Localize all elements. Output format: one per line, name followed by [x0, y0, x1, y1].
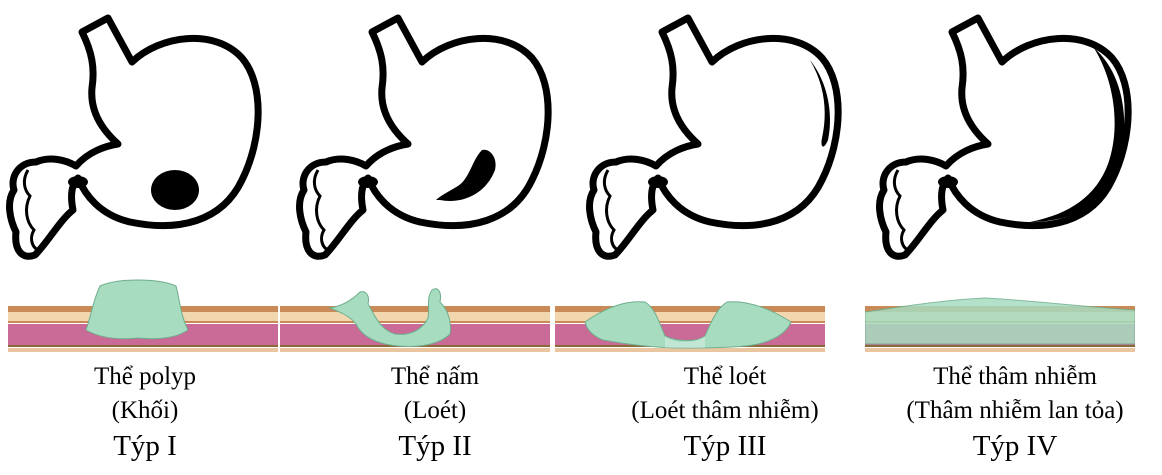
- caption: Thể nấm (Loét) Týp II: [290, 360, 580, 464]
- caption-name: Thể polyp: [0, 360, 290, 394]
- wall-cross-section: [555, 278, 825, 358]
- caption-alt: (Loét thâm nhiễm): [580, 394, 870, 428]
- stomach-illustration: [580, 0, 870, 260]
- wall-cross-section: [280, 278, 550, 358]
- wall-cross-section: [8, 278, 278, 358]
- caption-alt: (Thâm nhiễm lan tỏa): [870, 394, 1160, 428]
- polyp-tumor-mark: [151, 170, 199, 210]
- caption: Thể loét (Loét thâm nhiễm) Týp III: [580, 360, 870, 464]
- caption-alt: (Loét): [290, 394, 580, 428]
- caption: Thể thâm nhiễm (Thâm nhiễm lan tỏa) Týp …: [870, 360, 1160, 464]
- caption-type: Týp II: [290, 428, 580, 464]
- caption-type: Týp I: [0, 428, 290, 464]
- stomach-illustration: [0, 0, 290, 260]
- tumor-mass: [86, 280, 188, 339]
- caption-type: Týp IV: [870, 428, 1160, 464]
- panel-typ-1: Thể polyp (Khối) Týp I: [0, 0, 290, 475]
- caption-name: Thể loét: [580, 360, 870, 394]
- stomach-illustration: [870, 0, 1160, 260]
- wall-cross-section: [865, 278, 1135, 358]
- caption-name: Thể thâm nhiễm: [870, 360, 1160, 394]
- panel-typ-4: Thể thâm nhiễm (Thâm nhiễm lan tỏa) Týp …: [870, 0, 1160, 475]
- caption-alt: (Khối): [0, 394, 290, 428]
- caption-type: Týp III: [580, 428, 870, 464]
- stomach-illustration: [290, 0, 580, 260]
- infiltration-band: [865, 298, 1135, 344]
- caption-name: Thể nấm: [290, 360, 580, 394]
- caption: Thể polyp (Khối) Týp I: [0, 360, 290, 464]
- panel-typ-2: Thể nấm (Loét) Týp II: [290, 0, 580, 475]
- panel-typ-3: Thể loét (Loét thâm nhiễm) Týp III: [580, 0, 870, 475]
